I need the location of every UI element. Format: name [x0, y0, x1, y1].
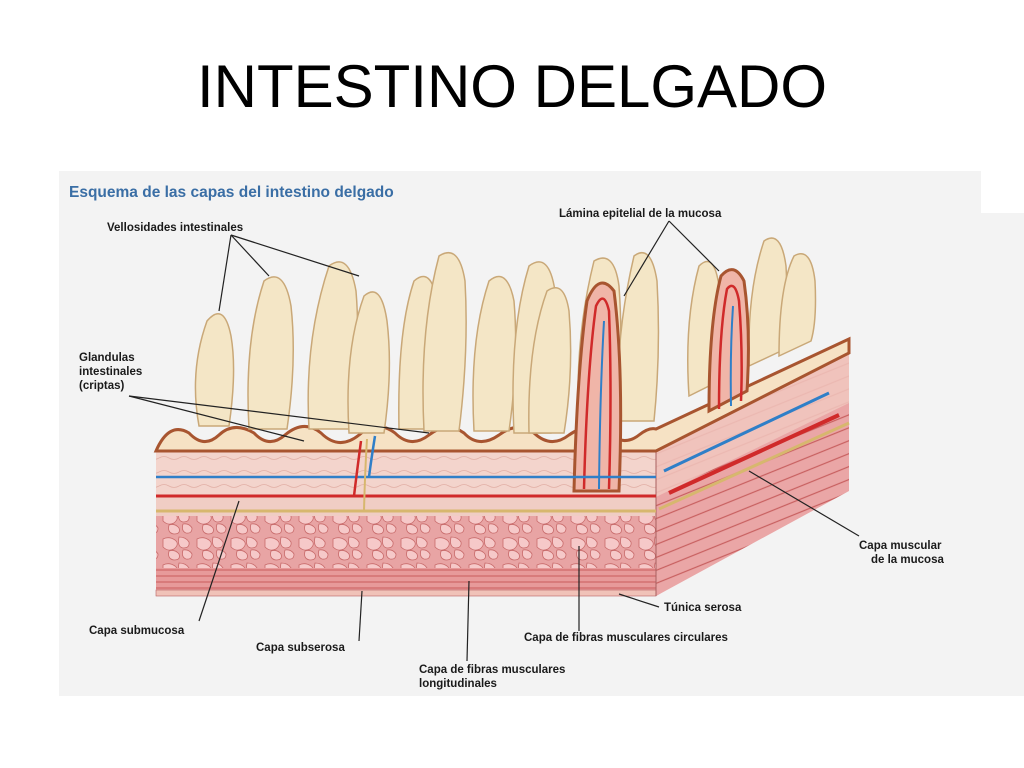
sectioned-villus-1: [572, 281, 623, 493]
label-circular-muscle: Capa de fibras musculares circulares: [524, 632, 728, 644]
villus: [528, 287, 572, 434]
label-longitudinal-line1: Capa de fibras musculares: [419, 664, 565, 676]
submucosal-vessels: [156, 435, 656, 513]
label-villi: Vellosidades intestinales: [107, 222, 243, 234]
villus: [247, 276, 294, 430]
figure-title: Esquema de las capas del intestino delga…: [69, 184, 394, 201]
label-glands-line3: (criptas): [79, 380, 125, 392]
label-epithelium: Lámina epitelial de la mucosa: [559, 208, 722, 220]
leader-lines: [128, 220, 860, 662]
label-subserosa: Capa subserosa: [256, 642, 345, 654]
submucosa-layer: [156, 496, 656, 516]
label-longitudinal-line2: longitudinales: [419, 678, 497, 690]
serosa-layer: [155, 589, 657, 597]
side-vessels: [658, 391, 850, 511]
label-muscularis-mucosae-line2: de la mucosa: [871, 554, 944, 566]
villus: [194, 312, 235, 427]
slide-title: INTESTINO DELGADO: [196, 53, 828, 120]
label-glands-line2: intestinales: [79, 366, 142, 378]
label-muscularis-mucosae-line1: Capa muscular: [859, 540, 942, 552]
intestine-layers-diagram: Esquema de las capas del intestino delga…: [59, 171, 1024, 696]
label-glands-line1: Glandulas: [79, 352, 135, 364]
label-serosa: Túnica serosa: [664, 602, 742, 614]
longitudinal-muscle-layer: [156, 568, 656, 590]
villus: [778, 253, 817, 358]
figure-header-band: [59, 171, 981, 213]
side-face-mucosa: [656, 353, 849, 497]
villus: [422, 251, 467, 432]
label-submucosa: Capa submucosa: [89, 625, 185, 637]
villus: [347, 291, 391, 434]
circular-muscle-layer: [156, 516, 656, 568]
sectioned-villus-2: [707, 268, 750, 414]
